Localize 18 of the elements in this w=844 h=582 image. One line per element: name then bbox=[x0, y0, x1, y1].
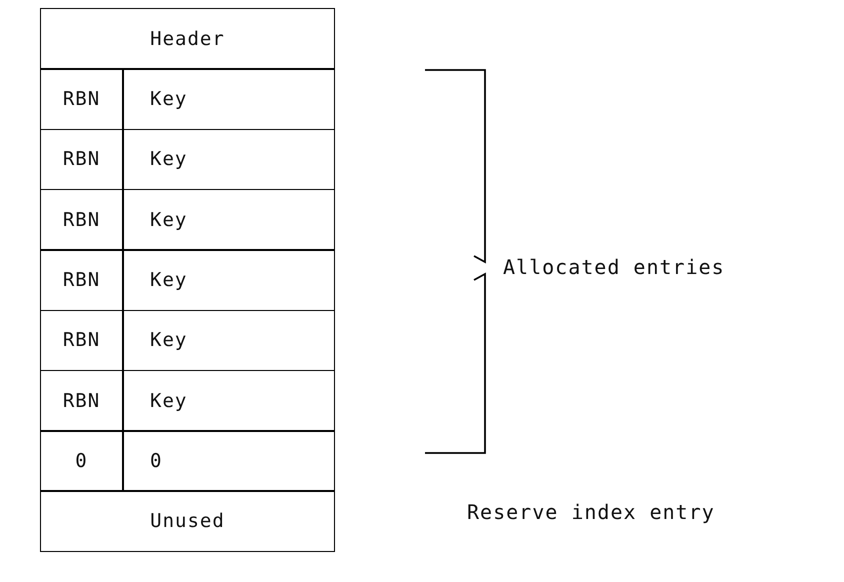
table-cell: Key bbox=[123, 188, 335, 251]
table-cell: Unused bbox=[40, 490, 335, 552]
table-cell: RBN bbox=[40, 68, 123, 130]
annotation: Reserve index entry bbox=[467, 500, 715, 524]
header-cell: Header bbox=[40, 8, 335, 70]
table-cell: RBN bbox=[40, 310, 123, 372]
table-cell: Key bbox=[123, 310, 335, 372]
table-cell: Key bbox=[123, 128, 335, 190]
table-cell: Key bbox=[123, 249, 335, 311]
table-cell: Key bbox=[123, 68, 335, 130]
table-cell: RBN bbox=[40, 370, 123, 432]
table-cell: RBN bbox=[40, 188, 123, 251]
table-cell: RBN bbox=[40, 249, 123, 311]
table-cell: 0 bbox=[40, 430, 123, 492]
table-cell: RBN bbox=[40, 128, 123, 190]
table-cell: 0 bbox=[123, 430, 335, 492]
bracket-label: Allocated entries bbox=[503, 255, 725, 279]
table-cell: Key bbox=[123, 370, 335, 432]
